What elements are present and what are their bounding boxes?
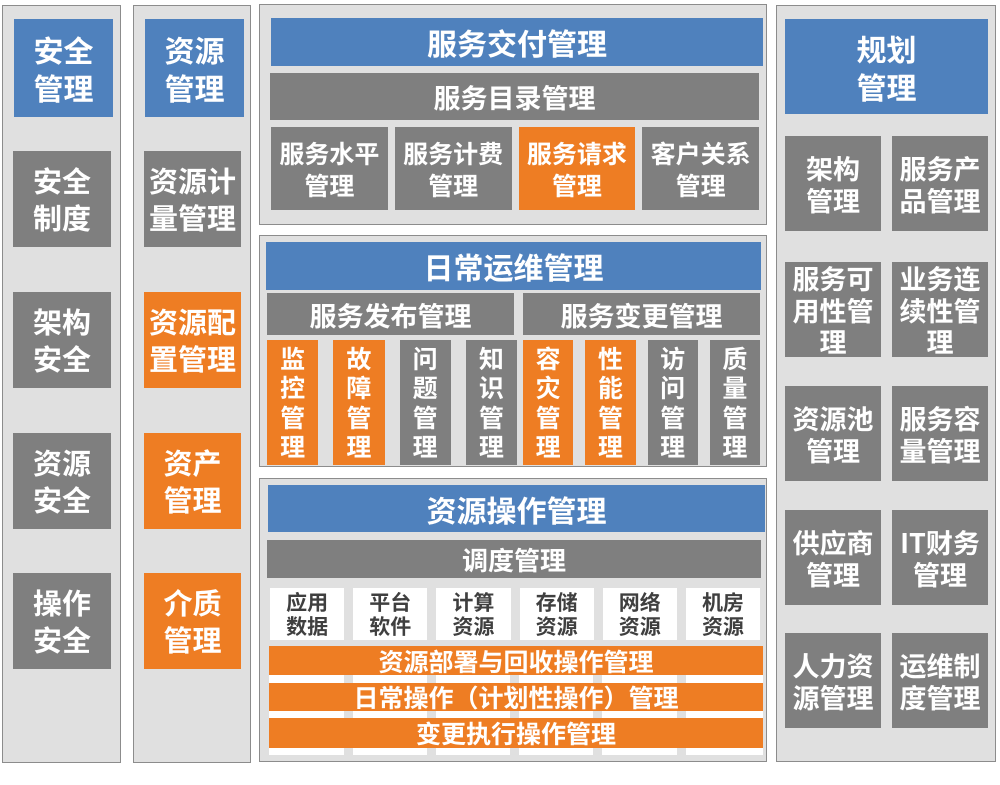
datacenter-resource-box: 机房 资源	[685, 588, 761, 640]
architecture-security-box: 架构 安全	[13, 292, 111, 388]
row-separator	[269, 748, 763, 755]
service-catalog-bar: 服务目录管理	[270, 73, 759, 120]
grid-tick	[510, 748, 520, 755]
daily-operations-panel: 日常运维管理 服务发布管理 服务变更管理 监 控 管 理 故 障 管 理 问 题…	[259, 235, 767, 467]
service-release-bar: 服务发布管理	[267, 293, 514, 335]
service-delivery-panel: 服务交付管理 服务目录管理 服务水平 管理 服务计费 管理 服务请求 管理 客户…	[259, 4, 767, 225]
performance-box: 性 能 管 理	[585, 340, 636, 465]
grid-tick	[676, 748, 686, 755]
change-execution-bar: 变更执行操作管理	[269, 715, 763, 751]
service-capacity-box: 服务容 量管理	[892, 386, 988, 481]
asset-management-box: 资产 管理	[144, 433, 241, 529]
grid-tick	[427, 711, 436, 718]
grid-tick	[510, 675, 520, 683]
platform-software-box: 平台 软件	[353, 588, 428, 640]
row-separator	[269, 711, 763, 718]
row-separator	[269, 675, 763, 683]
network-resource-box: 网络 资源	[602, 588, 677, 640]
security-management-header: 安全 管理	[14, 19, 113, 117]
application-data-box: 应用 数据	[270, 588, 345, 640]
daily-operations-groups: 服务发布管理 服务变更管理	[267, 293, 760, 335]
grid-tick	[593, 711, 603, 718]
service-level-box: 服务水平 管理	[271, 127, 388, 210]
knowledge-box: 知 识 管 理	[465, 340, 517, 465]
grid-tick	[593, 748, 603, 755]
architecture-management-box: 架构 管理	[785, 136, 881, 231]
service-change-bar: 服务变更管理	[523, 293, 760, 335]
deployment-recycling-bar: 资源部署与回收操作管理	[269, 643, 763, 679]
service-billing-box: 服务计费 管理	[394, 127, 512, 210]
routine-operations-bar: 日常操作（计划性操作）管理	[269, 679, 763, 715]
business-continuity-box: 业务连 续性管 理	[892, 262, 988, 357]
problem-box: 问 题 管 理	[399, 340, 451, 465]
monitoring-box: 监 控 管 理	[267, 340, 319, 465]
service-release-cells: 监 控 管 理 故 障 管 理 问 题 管 理 知 识 管 理	[267, 340, 517, 465]
grid-tick	[427, 748, 436, 755]
grid-tick	[593, 675, 603, 683]
resource-operations-panel: 资源操作管理 调度管理 应用 数据 平台 软件 计算 资源 存储 资源 网络 资…	[259, 478, 767, 762]
grid-tick	[427, 675, 436, 683]
disaster-recovery-box: 容 灾 管 理	[523, 340, 574, 465]
resource-pool-box: 资源池 管理	[785, 386, 881, 481]
quality-box: 质 量 管 理	[709, 340, 760, 465]
resource-security-box: 资源 安全	[13, 433, 111, 529]
resource-type-cells: 应用 数据 平台 软件 计算 资源 存储 资源 网络 资源 机房 资源	[270, 588, 761, 640]
resource-management-panel: 资源 管理 资源计 量管理 资源配 置管理 资产 管理 介质 管理	[133, 5, 251, 763]
customer-relationship-box: 客户关系 管理	[642, 127, 759, 210]
resource-configuration-box: 资源配 置管理	[144, 292, 241, 388]
operation-security-box: 操作 安全	[13, 573, 111, 669]
service-delivery-cells: 服务水平 管理 服务计费 管理 服务请求 管理 客户关系 管理	[271, 127, 759, 210]
human-resources-box: 人力资 源管理	[785, 633, 881, 728]
grid-tick	[343, 675, 353, 683]
storage-resource-box: 存储 资源	[519, 588, 594, 640]
resource-operations-header: 资源操作管理	[268, 485, 765, 532]
incident-box: 故 障 管 理	[333, 340, 385, 465]
service-change-cells: 容 灾 管 理 性 能 管 理 访 问 管 理 质 量 管 理	[523, 340, 760, 465]
grid-tick	[343, 711, 353, 718]
resource-metering-box: 资源计 量管理	[144, 151, 241, 247]
compute-resource-box: 计算 资源	[436, 588, 511, 640]
daily-operations-header: 日常运维管理	[266, 242, 761, 290]
security-management-panel: 安全 管理 安全 制度 架构 安全 资源 安全 操作 安全	[2, 5, 121, 763]
grid-tick	[343, 748, 353, 755]
service-request-box: 服务请求 管理	[518, 127, 636, 210]
service-delivery-header: 服务交付管理	[271, 18, 763, 66]
security-policy-box: 安全 制度	[13, 151, 111, 247]
planning-management-panel: 规划 管理 架构 管理 服务产 品管理 服务可 用性管 理 业务连 续性管 理 …	[776, 5, 996, 762]
access-box: 访 问 管 理	[647, 340, 698, 465]
planning-management-header: 规划 管理	[785, 19, 988, 114]
grid-tick	[510, 711, 520, 718]
grid-tick	[676, 675, 686, 683]
resource-management-header: 资源 管理	[145, 19, 244, 117]
grid-tick	[676, 711, 686, 718]
service-product-box: 服务产 品管理	[892, 136, 988, 231]
media-management-box: 介质 管理	[144, 573, 241, 669]
it-finance-box: IT财务 管理	[892, 510, 988, 605]
operations-policy-box: 运维制 度管理	[892, 633, 988, 728]
supplier-management-box: 供应商 管理	[785, 510, 881, 605]
scheduling-bar: 调度管理	[267, 540, 761, 578]
service-availability-box: 服务可 用性管 理	[785, 262, 881, 357]
